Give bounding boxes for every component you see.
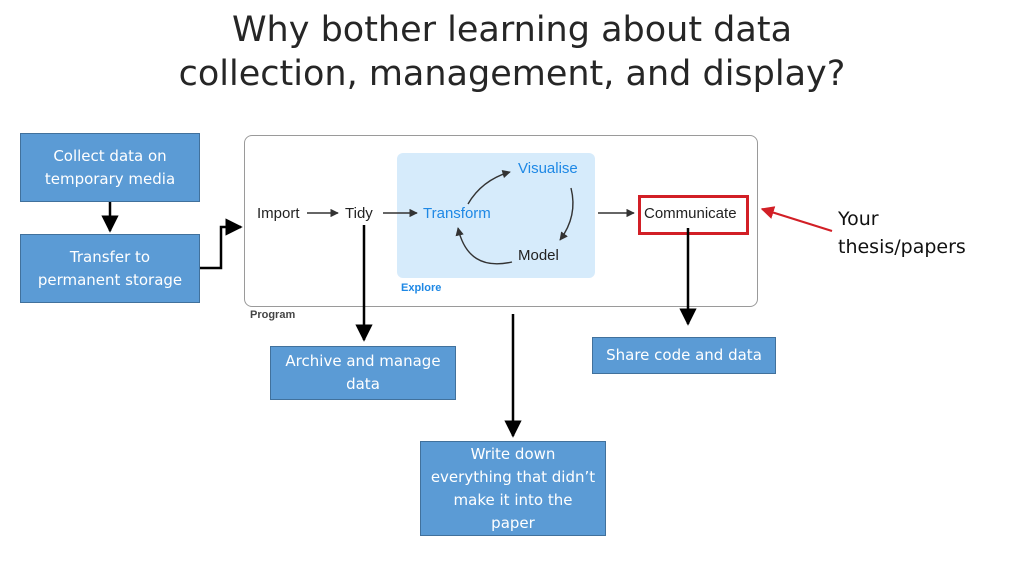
- program-label: Program: [250, 309, 296, 321]
- visualise-label: Visualise: [518, 160, 578, 177]
- import-label: Import: [257, 205, 300, 222]
- thesis-line-1: Your: [838, 208, 879, 230]
- communicate-label: Communicate: [644, 205, 737, 222]
- collect-data-box: Collect data on temporary media: [20, 133, 200, 202]
- title-line-1: Why bother learning about data: [231, 10, 793, 50]
- arrow-transfer-to-program: [200, 218, 243, 270]
- collect-line-2: temporary media: [44, 169, 176, 188]
- explore-label: Explore: [401, 282, 442, 294]
- archive-manage-box: Archive and manage data: [270, 346, 456, 400]
- write-down-box: Write down everything that didn’t make i…: [420, 441, 606, 536]
- arrow-model-to-transform: [455, 227, 513, 265]
- arrow-transform-to-visualise: [467, 170, 511, 205]
- slide-title: Why bother learning about data collectio…: [0, 8, 1024, 96]
- write-line-4: paper: [491, 513, 535, 532]
- share-line-1: Share code and data: [606, 346, 762, 364]
- title-line-2: collection, management, and display?: [178, 54, 846, 94]
- arrow-visualise-to-model: [559, 187, 574, 241]
- transform-label: Transform: [423, 205, 491, 222]
- thesis-papers-label: Your thesis/papers: [838, 205, 966, 261]
- write-line-2: everything that didn’t: [430, 467, 596, 486]
- arrow-thesis-to-communicate: [760, 206, 833, 233]
- communicate-highlight: [638, 195, 749, 235]
- collect-line-1: Collect data on: [53, 146, 167, 165]
- share-code-box: Share code and data: [592, 337, 776, 374]
- tidy-label: Tidy: [345, 205, 373, 222]
- explore-panel: [397, 153, 595, 278]
- thesis-line-2: thesis/papers: [838, 236, 966, 258]
- write-line-1: Write down: [470, 444, 556, 463]
- archive-line-2: data: [346, 375, 380, 393]
- write-line-3: make it into the: [453, 490, 573, 509]
- transfer-storage-box: Transfer to permanent storage: [20, 234, 200, 303]
- model-label: Model: [518, 247, 559, 264]
- transfer-line-2: permanent storage: [37, 270, 183, 289]
- archive-line-1: Archive and manage: [285, 352, 441, 370]
- transfer-line-1: Transfer to: [69, 247, 151, 266]
